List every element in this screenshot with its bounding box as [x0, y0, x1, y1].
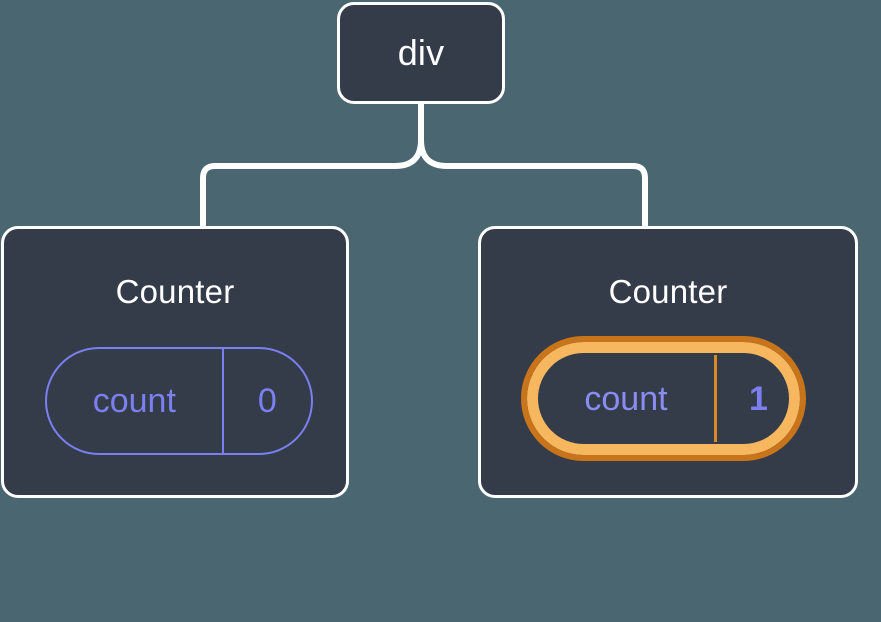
- state-pill-right-wrapper: count 1: [521, 336, 806, 461]
- node-div-label: div: [397, 32, 445, 73]
- node-counter-right[interactable]: Counter count 1: [478, 226, 858, 498]
- state-pill-left[interactable]: count 0: [45, 347, 313, 455]
- connector-left: [200, 101, 424, 231]
- node-div[interactable]: div: [337, 2, 505, 104]
- state-pill-left-wrapper: count 0: [45, 347, 313, 455]
- state-pill-right-divider: [713, 355, 717, 442]
- state-pill-right[interactable]: count 1: [521, 336, 806, 461]
- node-counter-left[interactable]: Counter count 0: [1, 226, 349, 498]
- node-counter-right-title: Counter: [608, 273, 728, 310]
- state-pill-right-value: 1: [749, 379, 768, 418]
- node-counter-left-title: Counter: [115, 273, 235, 310]
- state-pill-right-key: count: [584, 379, 668, 418]
- connector-right: [418, 101, 648, 231]
- diagram-canvas: div Counter count 0 Counter count 1: [1, 2, 858, 498]
- state-pill-left-divider: [221, 349, 224, 453]
- state-pill-left-key: count: [92, 382, 176, 420]
- state-pill-left-value: 0: [257, 382, 277, 420]
